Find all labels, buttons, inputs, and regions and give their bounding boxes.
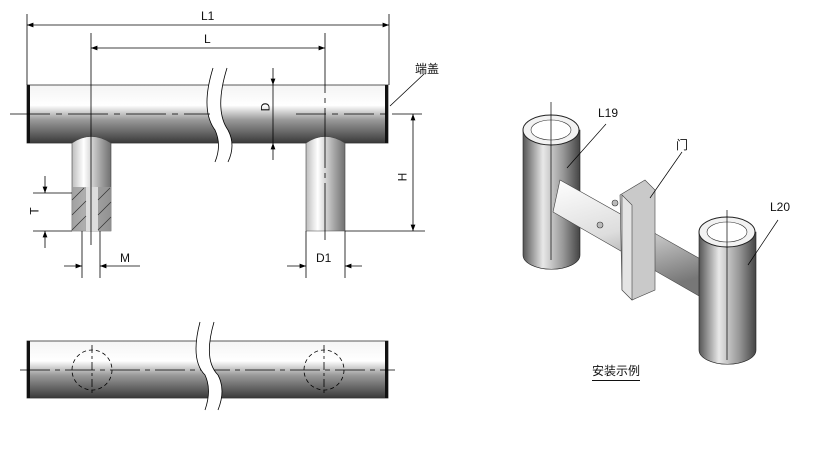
front-view xyxy=(10,14,425,278)
dim-label-L: L xyxy=(204,32,211,46)
callout-L20: L20 xyxy=(770,200,791,214)
install-example xyxy=(522,102,779,365)
dim-label-D: D xyxy=(258,102,273,112)
install-example-title: 安装示例 xyxy=(592,362,641,381)
dim-label-T: T xyxy=(27,207,42,215)
callout-door: 门 xyxy=(676,138,689,152)
callout-L19: L19 xyxy=(598,106,619,120)
bottom-view xyxy=(20,321,395,411)
dim-label-D1: D1 xyxy=(316,251,332,265)
end-cap-callout: 端盖 xyxy=(415,62,440,76)
dim-label-M: M xyxy=(120,251,130,265)
dim-label-L1: L1 xyxy=(201,9,215,23)
dim-label-H: H xyxy=(395,172,410,182)
